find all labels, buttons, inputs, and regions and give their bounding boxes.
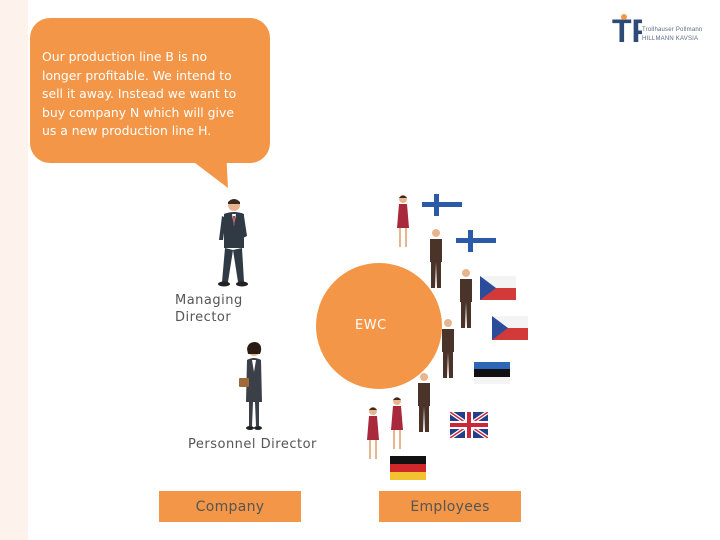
employee-figure-2 [430, 229, 442, 288]
finland-flag-icon [422, 194, 462, 216]
speech-line-5: us a new production line H. [42, 123, 212, 138]
finland-flag-icon [456, 230, 496, 252]
speech-bubble: Our production line B is no longer profi… [30, 18, 270, 163]
speech-line-4: buy company N which will give [42, 104, 234, 120]
czech-flag-icon [480, 276, 516, 300]
germany-flag-icon [390, 456, 426, 480]
speech-line-3: sell it away. Instead we want to [42, 86, 237, 101]
personnel-director-figure [239, 342, 262, 430]
company-logo: TP [612, 13, 642, 46]
logo-text-line1: Trollhauser Pollmann [642, 27, 703, 33]
uk-flag-icon [450, 412, 488, 438]
employee-figure-3 [460, 269, 472, 328]
employees-box: Employees [379, 491, 521, 522]
employee-figure-7 [391, 397, 403, 449]
left-edge-strip [0, 0, 28, 540]
logo-mark: TP [612, 13, 642, 46]
employee-figure-1 [397, 195, 409, 247]
personnel-director-label: Personnel Director [188, 437, 317, 452]
employee-figure-6 [367, 407, 379, 459]
ewc-circle [316, 263, 442, 389]
company-box: Company [159, 491, 301, 522]
logo-text-line2: HILLMANN KAVSIA [642, 36, 699, 42]
speech-line-1: Our production line B is no [42, 49, 208, 64]
employee-figure-4 [442, 319, 454, 378]
estonia-flag-icon [474, 362, 510, 384]
czech-flag-icon [492, 316, 528, 340]
speech-line-2: longer profitable. We intend to [42, 67, 232, 83]
managing-director-label: Managing Director [175, 293, 243, 325]
managing-director-figure [218, 199, 248, 287]
employee-figure-5 [418, 373, 430, 432]
ewc-label: EWC [355, 318, 387, 333]
